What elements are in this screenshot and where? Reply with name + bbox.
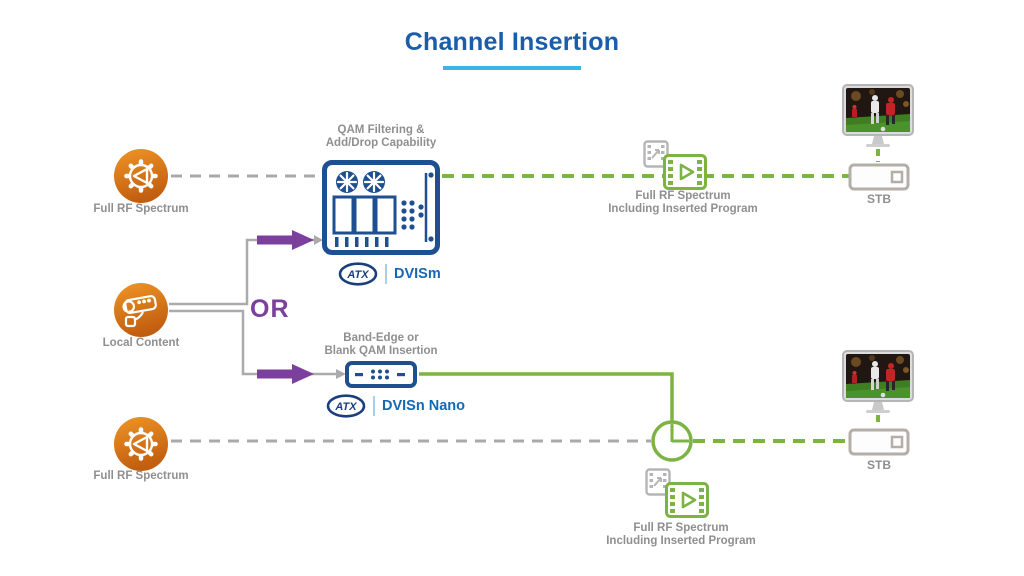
tv-icon <box>842 84 914 147</box>
dvisn-faceplate <box>355 369 405 380</box>
source-full-rf-bottom <box>113 416 169 477</box>
program-top-label-line1: Full RF Spectrum <box>635 190 731 202</box>
filmstrip-play-icon <box>663 154 707 190</box>
page-title: Channel Insertion <box>404 28 620 56</box>
source-full-rf-top <box>113 148 169 209</box>
filmstrip-play-icon <box>665 482 709 518</box>
stb-icon <box>848 163 910 191</box>
dvism-caption-line1: QAM Filtering & <box>337 124 425 136</box>
program-top-label: Full RF Spectrum Including Inserted Prog… <box>593 190 773 216</box>
rf-spectrum-gear-icon <box>114 149 168 203</box>
dvism-caption: QAM Filtering & Add/Drop Capability <box>291 124 471 150</box>
dvisn-caption-line1: Band-Edge or <box>343 332 419 344</box>
atx-logo-text: ATX <box>346 269 369 281</box>
stb-bottom-label: STB <box>867 458 891 472</box>
dvism-brand: ATX DVISm <box>338 262 441 286</box>
filmstrip-gray-icon <box>645 468 671 496</box>
atx-logo-text: ATX <box>334 401 357 413</box>
stb-top-label: STB <box>867 192 891 206</box>
source-full-rf-bottom-label: Full RF Spectrum <box>93 470 189 482</box>
brand-separator <box>373 396 375 416</box>
or-label: OR <box>250 295 290 323</box>
rf-spectrum-gear-icon <box>114 417 168 471</box>
stb-bottom <box>848 428 910 461</box>
program-top-label-line2: Including Inserted Program <box>608 203 758 215</box>
program-top <box>633 138 713 194</box>
dvisn-brand: ATX DVISn Nano <box>326 394 465 418</box>
source-full-rf-top-label: Full RF Spectrum <box>93 203 189 215</box>
combiner-icon <box>651 420 693 462</box>
stb-top <box>848 163 910 196</box>
filmstrip-gray-icon <box>643 140 669 168</box>
dvisn-nano-device <box>345 361 417 388</box>
dvisn-caption: Band-Edge or Blank QAM Insertion <box>291 332 471 358</box>
program-bottom-label: Full RF Spectrum Including Inserted Prog… <box>591 522 771 548</box>
dvism-faceplate <box>332 171 434 247</box>
atx-logo-icon: ATX <box>338 262 378 286</box>
stb-icon <box>848 428 910 456</box>
program-bottom-label-line2: Including Inserted Program <box>606 535 756 547</box>
source-local-content <box>113 282 169 343</box>
source-local-content-label: Local Content <box>102 337 180 349</box>
program-bottom-label-line1: Full RF Spectrum <box>633 522 729 534</box>
dvism-model-label: DVISm <box>394 266 441 282</box>
atx-logo-icon: ATX <box>326 394 366 418</box>
tv-bottom <box>842 350 914 419</box>
dvism-device <box>322 160 440 255</box>
camera-icon <box>114 283 168 337</box>
dvism-caption-line2: Add/Drop Capability <box>325 137 437 149</box>
title-underline <box>443 66 581 70</box>
program-bottom <box>635 466 715 522</box>
brand-separator <box>385 264 387 284</box>
tv-top <box>842 84 914 153</box>
tv-icon <box>842 350 914 413</box>
dvisn-model-label: DVISn Nano <box>382 398 465 414</box>
dvisn-caption-line2: Blank QAM Insertion <box>324 345 438 357</box>
